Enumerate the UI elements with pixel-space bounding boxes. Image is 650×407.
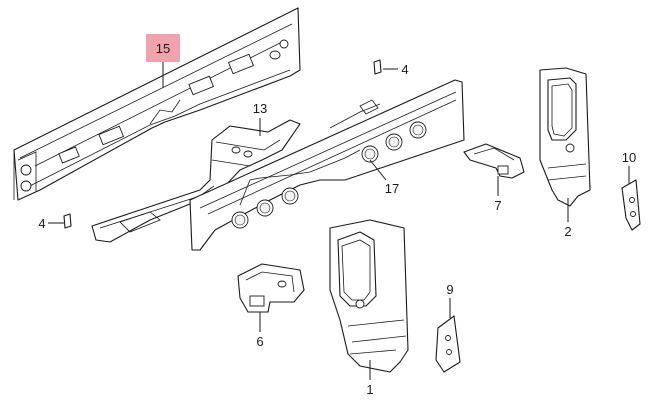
part-7-bracket (463, 143, 525, 179)
callout-label-15: 15 (156, 41, 170, 56)
callout-label-17: 17 (385, 181, 399, 196)
part-15-cross-member (13, 7, 301, 201)
callout-label-4-upper: 4 (401, 62, 408, 77)
callout-15-highlight (146, 34, 180, 62)
callout-label-7: 7 (494, 198, 501, 213)
part-17-floor-rail (189, 79, 465, 251)
callout-label-10: 10 (622, 150, 636, 165)
part-1-pillar (329, 219, 409, 373)
part-13-bracket (91, 119, 301, 243)
part-6-bracket (237, 263, 305, 313)
leader-lines (48, 62, 630, 380)
part-4-clip-upper (373, 59, 382, 75)
callout-label-1: 1 (366, 382, 373, 397)
callout-label-4-lower: 4 (38, 216, 45, 231)
callout-label-2: 2 (564, 224, 571, 239)
part-4-clip-lower (63, 213, 72, 229)
callout-label-13: 13 (253, 101, 267, 116)
callout-label-6: 6 (256, 334, 263, 349)
part-9-bracket (435, 315, 461, 373)
part-10-bracket (621, 179, 641, 231)
callout-label-9: 9 (446, 282, 453, 297)
part-2-pillar (539, 67, 591, 207)
